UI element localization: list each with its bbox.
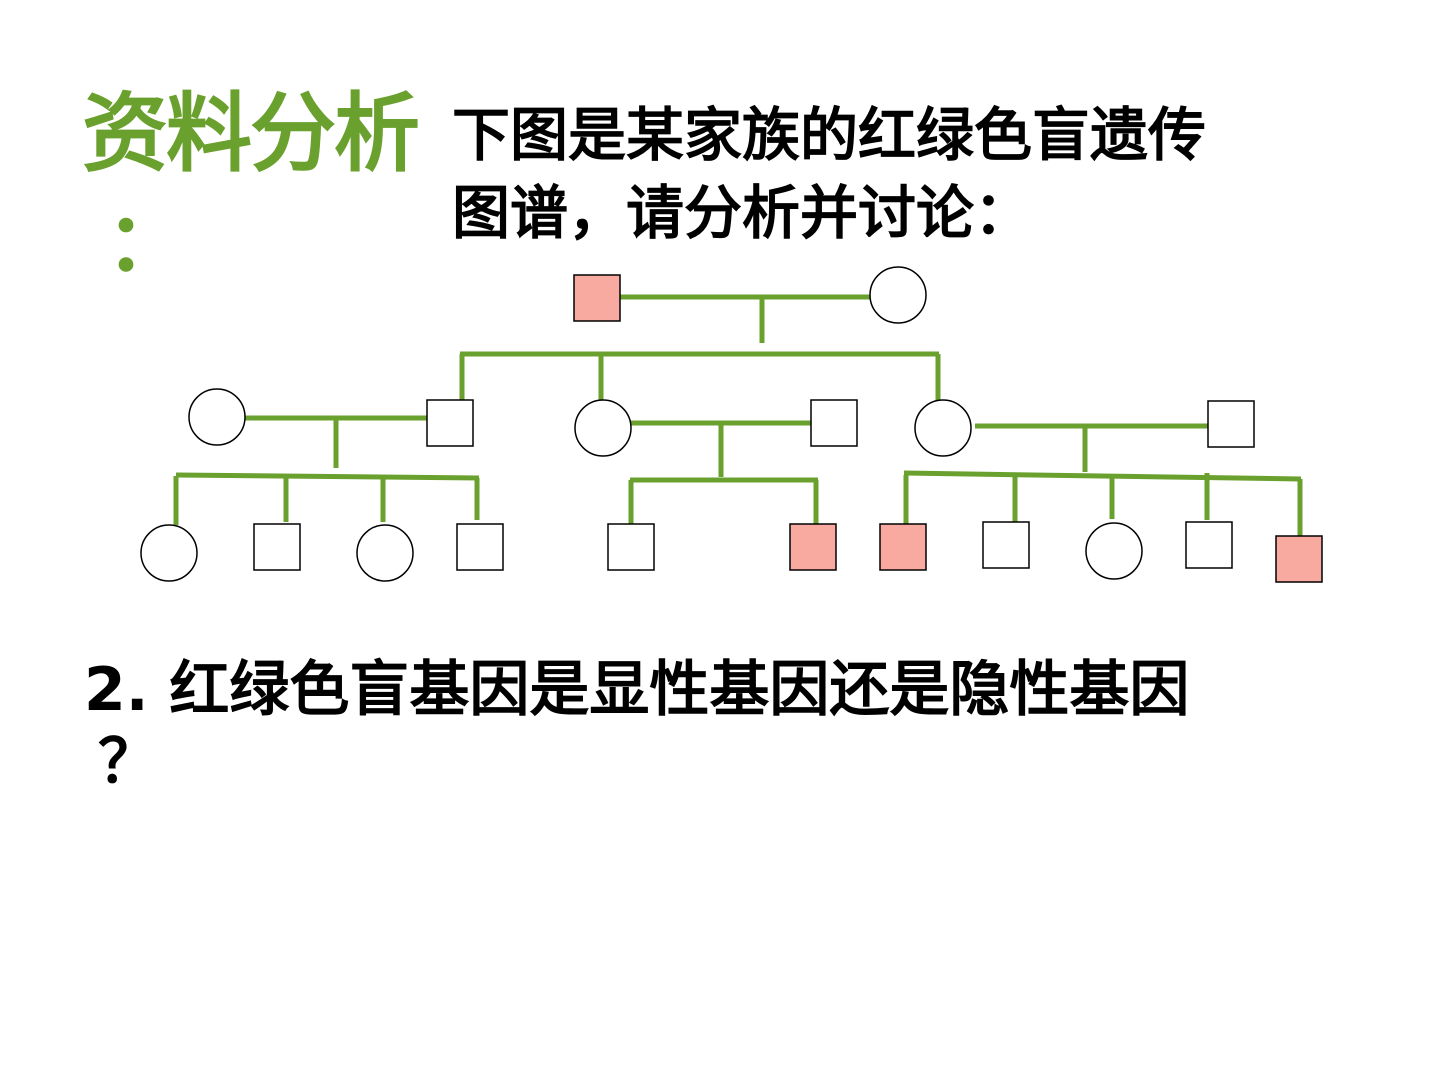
slide-title-colon: ：	[106, 196, 186, 289]
normal-male-II-2	[426, 399, 474, 447]
normal-female-III-3	[356, 524, 414, 582]
affected-male-I-1	[573, 274, 621, 322]
sibship-line-family-a	[175, 472, 480, 481]
normal-male-III-2	[253, 523, 301, 571]
affected-male-III-7	[879, 523, 927, 571]
sibship-line-family-c	[903, 470, 1302, 482]
affected-male-III-6	[789, 523, 837, 571]
intro-line-1: 下图是某家族的红绿色盲遗传	[452, 101, 1207, 169]
normal-male-III-8	[982, 521, 1030, 569]
question-2: 2. 红绿色盲基因是显性基因还是隐性基因 ？	[84, 654, 1374, 798]
normal-male-II-6	[1207, 400, 1255, 448]
normal-female-III-9	[1085, 522, 1143, 580]
slide-title: 资料分析	[82, 84, 442, 184]
affected-male-III-11	[1275, 535, 1323, 583]
normal-male-III-4	[456, 523, 504, 571]
normal-female-II-5	[914, 399, 972, 457]
normal-female-II-1	[188, 388, 246, 446]
normal-male-II-4	[810, 399, 858, 447]
question-line-1: 2. 红绿色盲基因是显性基因还是隐性基因	[84, 655, 1190, 725]
question-line-2: ？	[98, 727, 158, 797]
intro-text: 下图是某家族的红绿色盲遗传 图谱，请分析并讨论：	[452, 96, 1352, 252]
slide-title-text: 资料分析	[82, 84, 420, 184]
normal-female-II-3	[574, 399, 632, 457]
normal-male-III-5	[607, 523, 655, 571]
normal-female-III-1	[140, 524, 198, 582]
normal-female-I-2	[869, 266, 927, 324]
normal-male-III-10	[1185, 521, 1233, 569]
intro-line-2: 图谱，请分析并讨论：	[452, 179, 1033, 247]
